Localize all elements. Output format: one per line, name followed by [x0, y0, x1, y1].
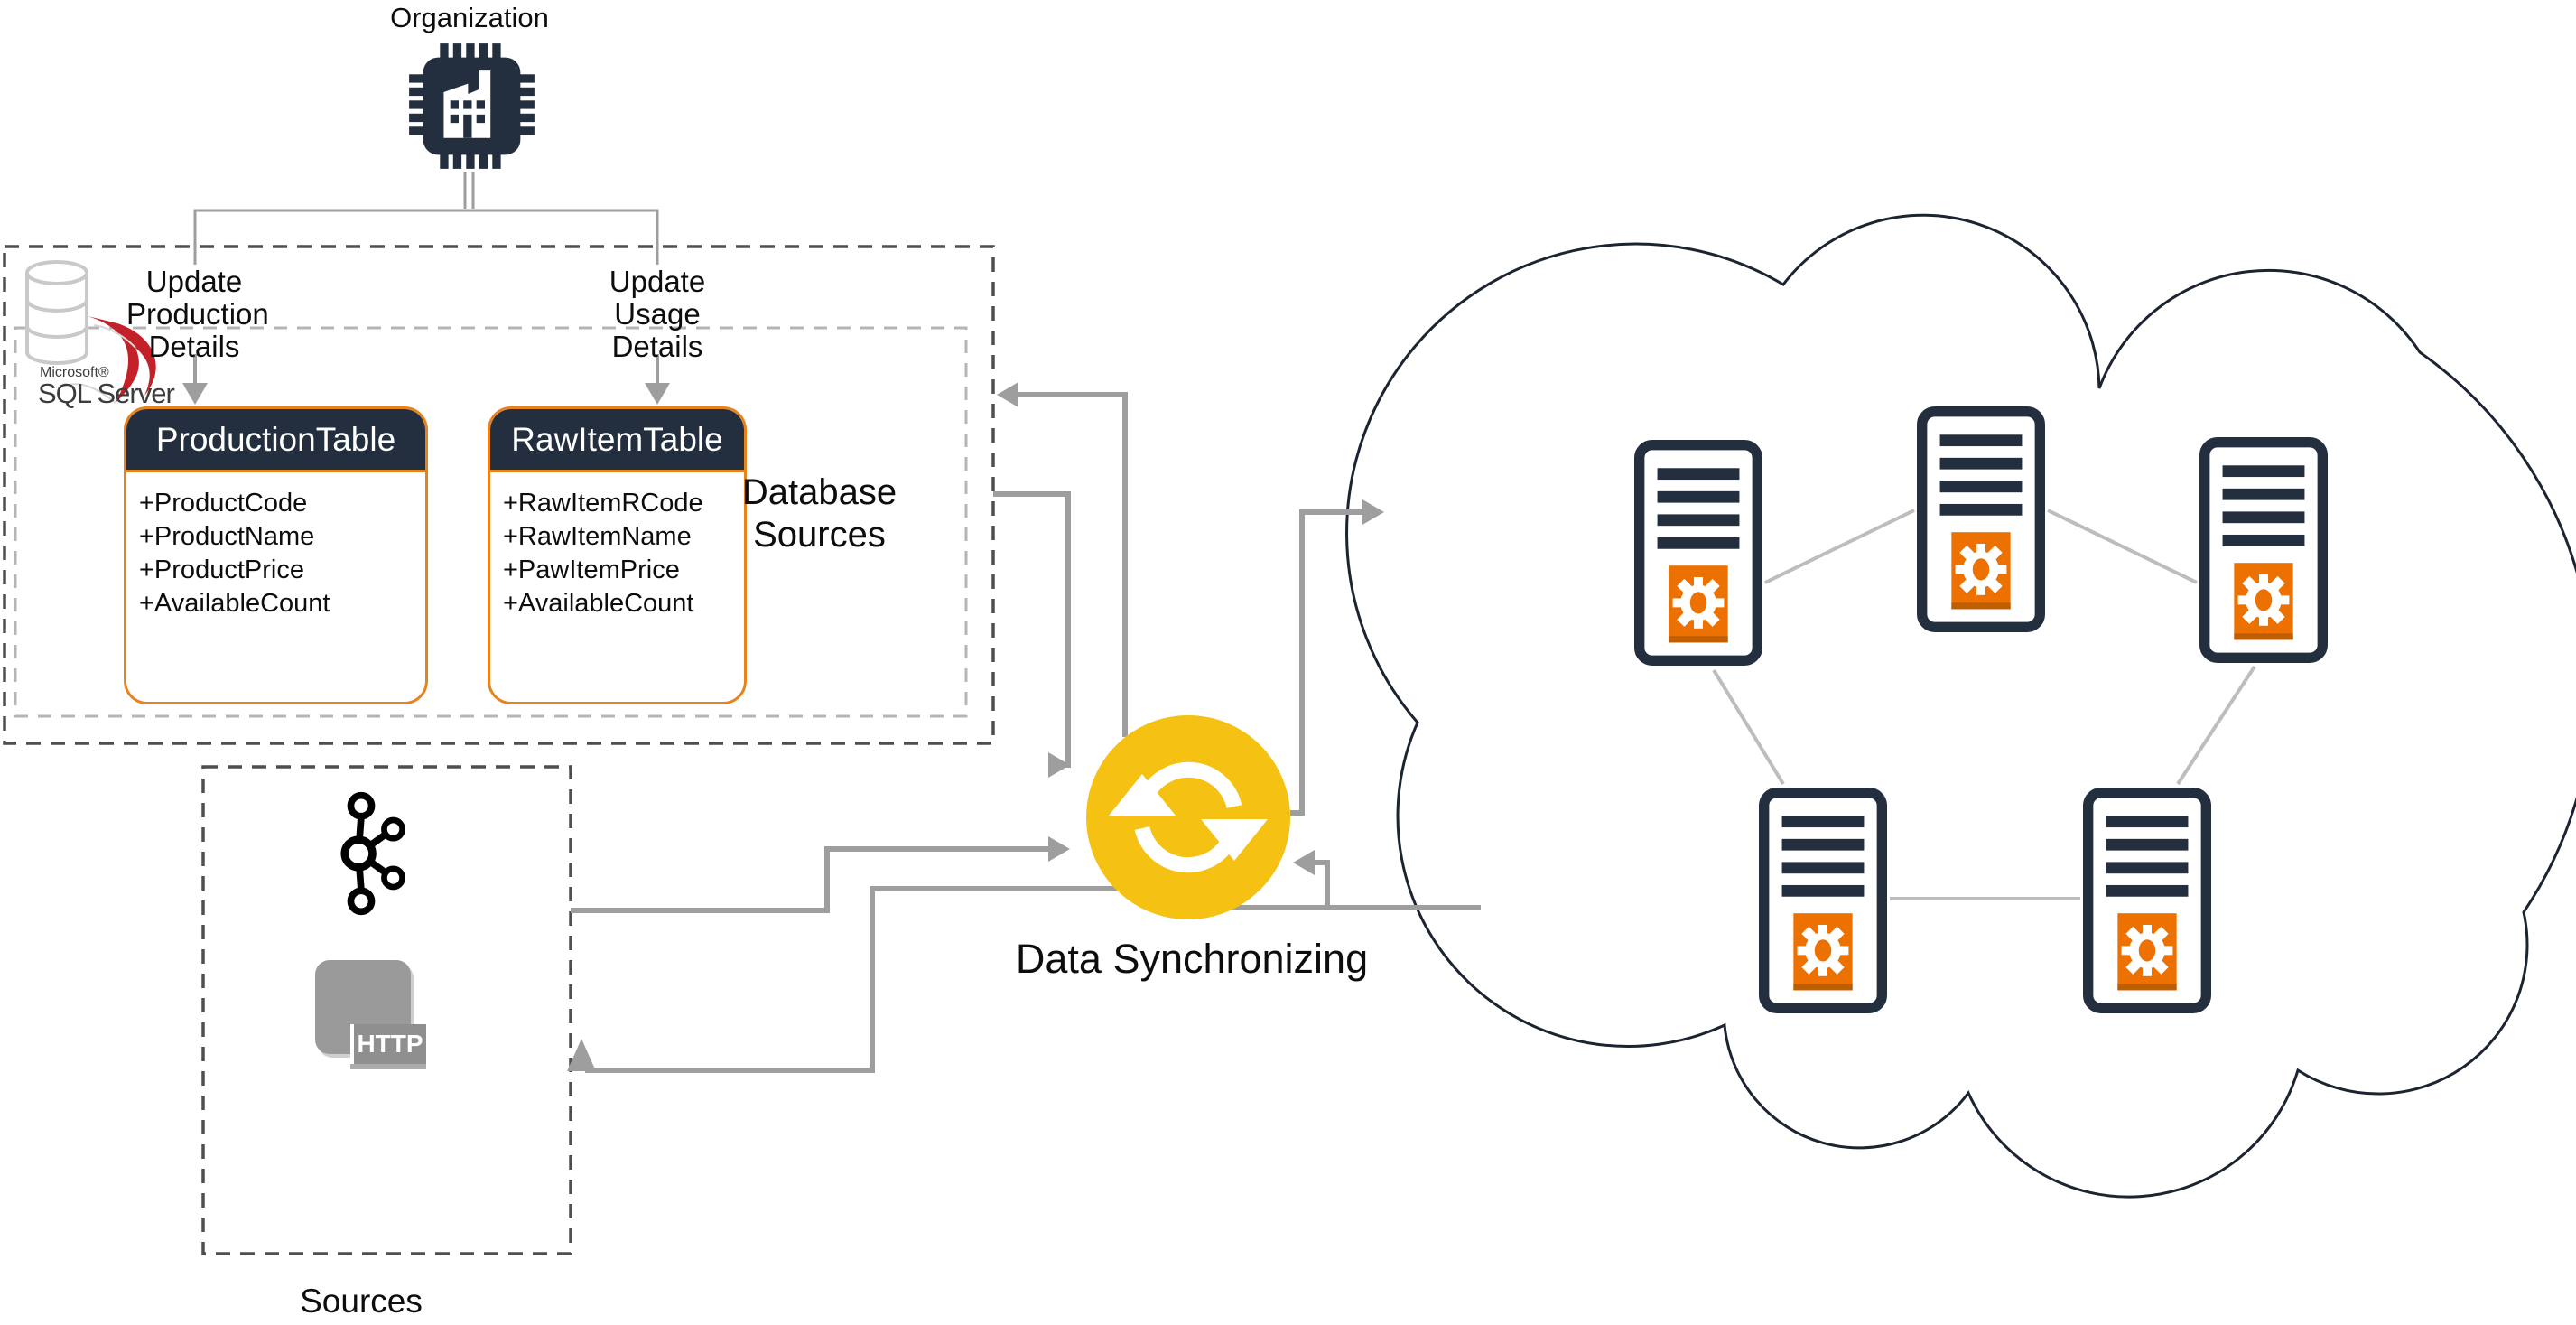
note-line: Usage	[614, 297, 701, 331]
database-sources-label: Database Sources	[713, 471, 925, 556]
server-gear-icon	[2205, 443, 2323, 658]
update-usage-note: Update Usage Details	[590, 266, 725, 363]
sql-server-product: SQL Server	[38, 378, 175, 409]
sources-label: Sources	[300, 1283, 423, 1320]
kafka-icon	[345, 796, 403, 912]
raw-item-table-title: RawItemTable	[490, 409, 744, 472]
note-line: Production	[126, 297, 269, 331]
server-gear-icon	[1640, 445, 1758, 661]
label-line: Sources	[753, 515, 886, 555]
sources-box	[201, 765, 572, 1255]
label-line: Database	[741, 472, 897, 512]
database-sources-inner-box	[14, 326, 968, 718]
table-field: +AvailableCount	[503, 589, 694, 618]
http-label: HTTP	[350, 1024, 426, 1064]
server-gear-icon	[2088, 793, 2207, 1009]
data-synchronizing-label: Data Synchronizing	[1015, 936, 1369, 982]
cloud-outline	[1345, 213, 2576, 1199]
organization-label: Organization	[390, 2, 549, 33]
sql-server-database-icon	[25, 260, 156, 404]
factory-chip-icon	[409, 43, 535, 169]
note-line: Update	[145, 265, 243, 298]
database-sources-outer-box	[3, 245, 995, 745]
server-links	[1712, 509, 2256, 900]
update-production-note: Update Production Details	[126, 265, 269, 363]
table-field: +ProductCode	[139, 489, 308, 518]
note-line: Details	[148, 330, 240, 363]
table-field: +RawItemRCode	[503, 489, 703, 518]
note-line: Details	[611, 330, 703, 363]
sync-arrows-icon	[1086, 715, 1290, 919]
production-table: ProductionTable +ProductCode +ProductNam…	[124, 406, 428, 704]
server-gear-icon	[1922, 412, 2041, 628]
sql-server-brand: Microsoft®	[40, 365, 109, 380]
production-table-title: ProductionTable	[126, 409, 425, 472]
table-field: +ProductName	[139, 522, 315, 551]
connector-arrowheads	[567, 382, 1384, 1071]
table-field: +ProductPrice	[139, 555, 304, 584]
organization-branch-lines	[193, 172, 659, 265]
update-arrows	[182, 354, 670, 405]
note-line: Update	[609, 265, 706, 298]
raw-item-table: RawItemTable +RawItemRCode +RawItemName …	[488, 406, 747, 704]
table-field: +RawItemName	[503, 522, 692, 551]
table-field: +PawItemPrice	[503, 555, 680, 584]
server-gear-icon	[1764, 793, 1883, 1009]
table-field: +AvailableCount	[139, 589, 330, 618]
sql-red-swoosh	[88, 316, 156, 403]
